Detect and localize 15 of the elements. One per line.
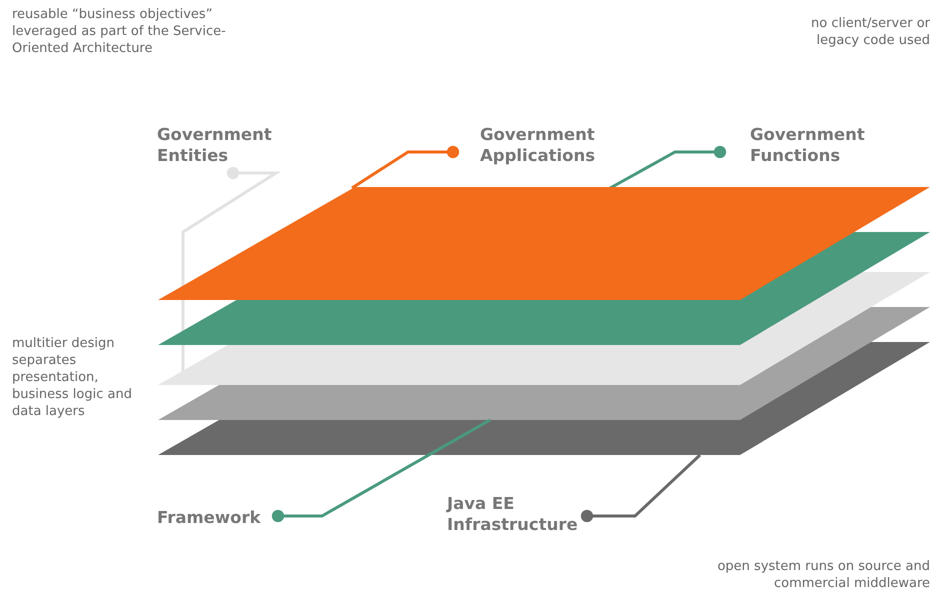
layer-title: Government Entities <box>157 124 297 166</box>
note-text: reusable “business objectives” leveraged as part of the Service-Oriented Architecture <box>12 6 227 57</box>
note-text: multitier design separates presentation, business logic and data layers <box>12 335 133 420</box>
layer-title: Java EE Infrastructure <box>447 493 587 535</box>
layer-title: Framework <box>157 507 267 528</box>
leader-line <box>580 454 702 522</box>
note-text: no client/server or legacy code used <box>810 15 930 49</box>
leader-line <box>351 146 460 190</box>
leader-line <box>182 166 282 372</box>
layer-plane <box>158 187 930 300</box>
layer-plane <box>158 342 930 455</box>
note-text: open system runs on source and commercial middleware <box>716 558 930 592</box>
leader-line <box>272 418 491 522</box>
layer-title: Government Functions <box>750 124 900 166</box>
layer-title: Government Applications <box>480 124 630 166</box>
